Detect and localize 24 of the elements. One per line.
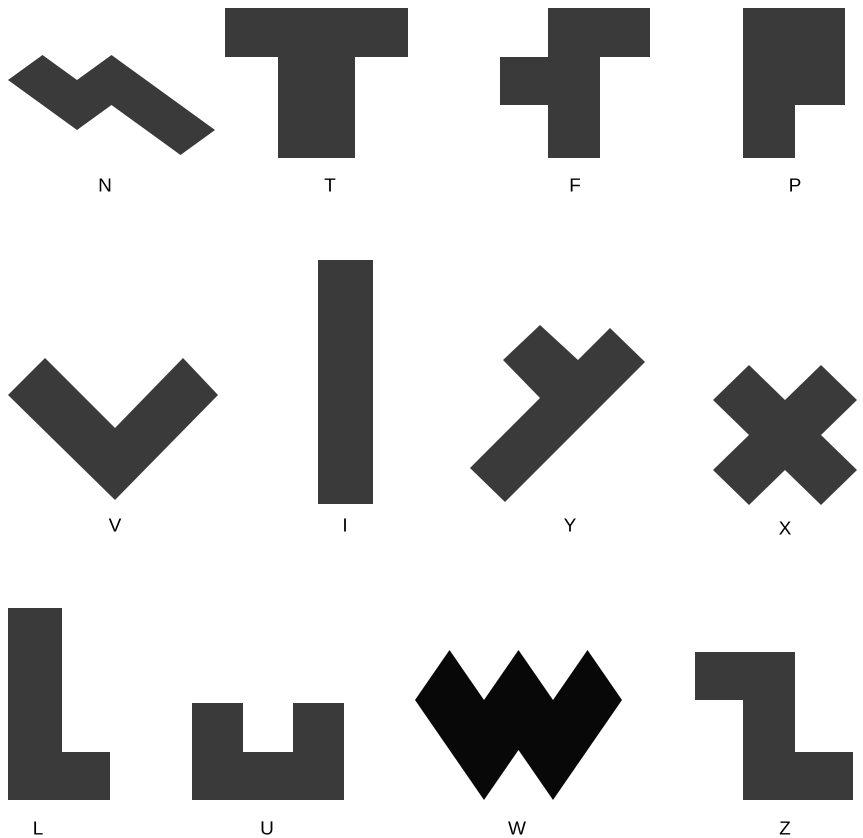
pentomino — [8, 55, 215, 155]
pentomino — [318, 260, 373, 504]
pentomino — [8, 358, 218, 500]
letter-label: Y — [564, 518, 576, 532]
letter-label: X — [779, 521, 791, 535]
pentomino — [743, 8, 845, 158]
pentomino — [192, 702, 344, 800]
pentomino — [225, 8, 408, 158]
pentomino — [500, 8, 650, 158]
pentomino — [470, 325, 645, 502]
pentomino — [713, 365, 857, 505]
pentomino — [415, 650, 622, 800]
letter-label: Z — [780, 821, 790, 835]
letter-label: V — [108, 518, 122, 532]
letter-label: W — [508, 821, 526, 835]
letter-label: N — [100, 178, 110, 192]
letter-label: F — [570, 178, 580, 192]
pentomino — [8, 608, 110, 800]
letter-label: I — [344, 518, 346, 532]
letter-label: T — [324, 178, 336, 192]
letter-label: U — [262, 821, 272, 835]
letter-label: L — [34, 821, 43, 835]
letter-label: P — [790, 178, 800, 192]
pentomino — [695, 652, 853, 800]
